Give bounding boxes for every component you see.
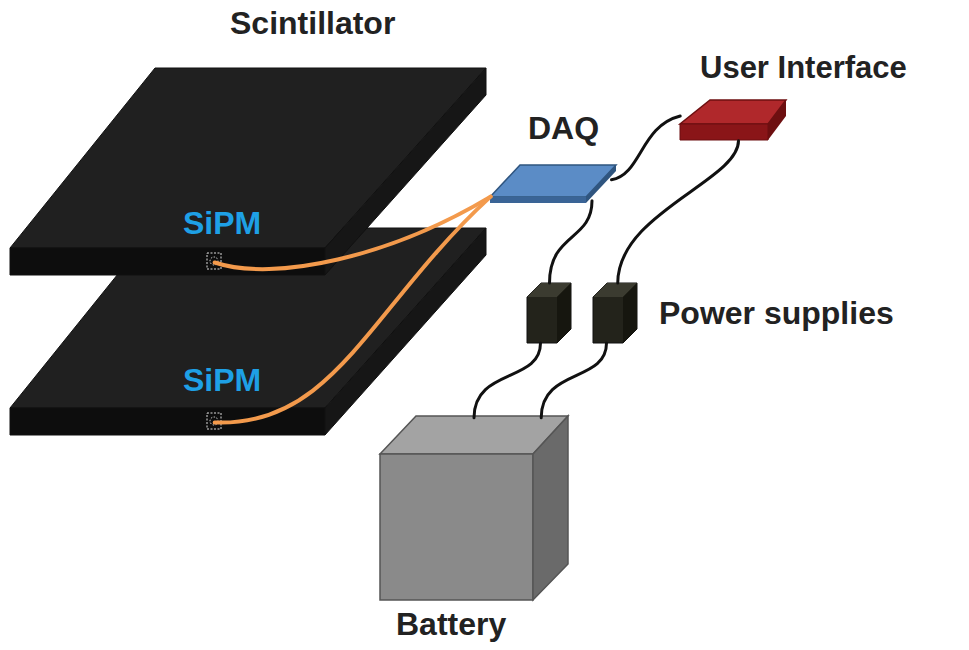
scintillator-slab: ScintillatorSiPM	[10, 68, 486, 276]
part-label: Power supplies	[659, 295, 894, 332]
cable	[550, 201, 593, 283]
user-interface-box: User Interface	[678, 98, 788, 143]
cable	[612, 116, 681, 180]
part-label: User Interface	[700, 50, 907, 86]
power-supply	[527, 283, 572, 343]
power-supply-shape	[593, 283, 638, 343]
sensor-label: SiPM	[183, 362, 261, 399]
battery-box: Battery	[378, 414, 570, 602]
part-label: Scintillator	[230, 5, 395, 42]
daq-board-shape	[488, 163, 618, 205]
cable	[474, 343, 541, 418]
battery-box-shape	[378, 414, 570, 602]
power-supply: Power supplies	[593, 283, 638, 343]
scintillator-slab-shape	[10, 228, 486, 436]
part-label: Battery	[396, 606, 506, 643]
scintillator-slab-shape	[10, 68, 486, 276]
sensor-label: SiPM	[183, 205, 261, 242]
scintillator-slab: SiPM	[10, 228, 486, 436]
daq-board: DAQ	[488, 163, 618, 205]
part-label: DAQ	[528, 110, 599, 147]
cable	[618, 141, 739, 283]
power-supply-shape	[527, 283, 572, 343]
cable	[541, 343, 606, 418]
user-interface-box-shape	[678, 98, 788, 143]
